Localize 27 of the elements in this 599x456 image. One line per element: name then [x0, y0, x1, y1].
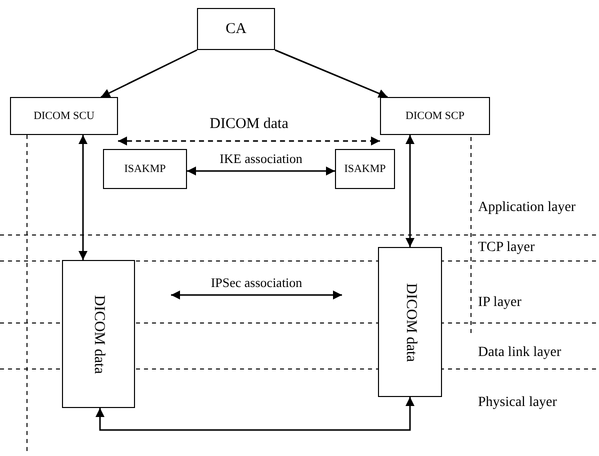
box-text: DICOM data — [90, 294, 107, 374]
arrow — [78, 135, 88, 260]
arrow — [274, 49, 388, 98]
process-box — [380, 97, 490, 135]
arrow — [118, 136, 380, 146]
process-box — [62, 260, 135, 408]
arrow — [171, 290, 342, 300]
layer-label: IP layer — [478, 295, 522, 311]
box-text: ISAKMP — [344, 163, 386, 175]
process-box — [378, 247, 442, 397]
box-text: DICOM SCU — [34, 110, 94, 122]
arrow — [406, 135, 414, 247]
process-box — [197, 8, 275, 50]
layer-label: Physical layer — [478, 395, 557, 411]
layer-label: Application layer — [478, 200, 576, 216]
box-text: CA — [226, 20, 246, 38]
process-box — [103, 149, 187, 189]
arrow — [96, 397, 414, 431]
layer-label: Data link layer — [478, 345, 562, 361]
process-box — [10, 97, 118, 135]
box-text: ISAKMP — [124, 163, 166, 175]
box-text: DICOM SCP — [406, 110, 464, 122]
arrow — [100, 49, 198, 98]
arrow — [187, 166, 335, 176]
box-text: DICOM data — [402, 282, 418, 362]
process-box — [335, 149, 395, 189]
layer-label: TCP layer — [478, 240, 535, 256]
